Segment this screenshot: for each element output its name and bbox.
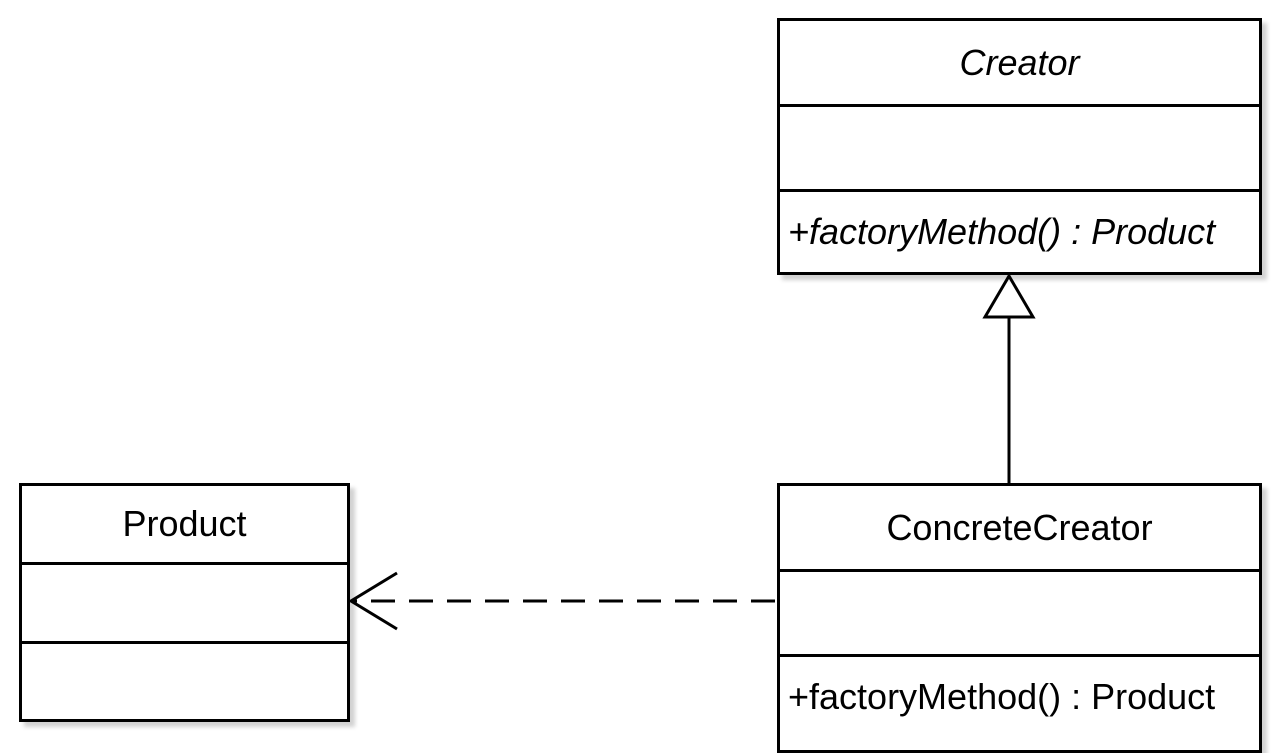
class-name: Creator <box>780 21 1259 107</box>
class-operations: +factoryMethod() : Product <box>788 211 1216 252</box>
class-creator[interactable]: Creator +factoryMethod() : Product <box>777 18 1262 275</box>
class-concrete-creator[interactable]: ConcreteCreator +factoryMethod() : Produ… <box>777 483 1262 753</box>
class-attributes <box>22 565 347 644</box>
dependency-arrowhead-icon <box>348 571 398 631</box>
class-product[interactable]: Product <box>19 483 350 722</box>
class-attributes <box>780 572 1259 657</box>
generalization-arrowhead-icon <box>982 273 1036 319</box>
class-name: ConcreteCreator <box>780 486 1259 572</box>
class-name: Product <box>22 486 347 565</box>
class-attributes <box>780 107 1259 192</box>
class-operations: +factoryMethod() : Product <box>788 676 1216 717</box>
class-operations <box>22 644 347 719</box>
